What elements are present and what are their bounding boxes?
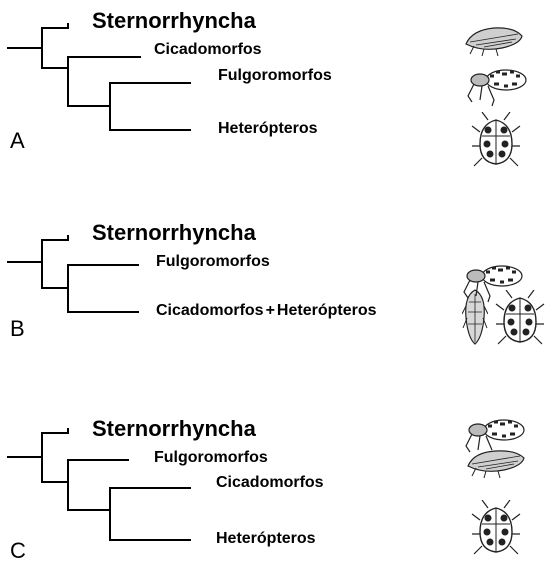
- taxon-sternorrhyncha-b: Sternorrhyncha: [92, 222, 256, 244]
- panel-letter-a: A: [10, 130, 25, 152]
- true-bug-icon: [494, 290, 546, 346]
- leafhopper-icon: [462, 22, 526, 58]
- panel-letter-b: B: [10, 318, 25, 340]
- planthopper-icon: [464, 62, 530, 108]
- taxon-sternorrhyncha-a: Sternorrhyncha: [92, 10, 256, 32]
- true-bug-icon: [470, 112, 522, 168]
- taxon-fulgoromorfos-c: Fulgoromorfos: [154, 450, 268, 466]
- taxon-heteropteros-b-text: Heterópteros: [277, 302, 377, 319]
- taxon-cicadomorfos-b-text: Cicadomorfos: [156, 302, 264, 319]
- taxon-fulgoromorfos-a: Fulgoromorfos: [218, 68, 332, 84]
- planthopper-icon: [462, 412, 528, 454]
- plus-sign: +: [266, 302, 275, 319]
- panel-letter-c: C: [10, 540, 26, 562]
- taxon-cicadomorfos-b: Cicadomorfos+Heterópteros: [156, 303, 377, 319]
- taxon-sternorrhyncha-c: Sternorrhyncha: [92, 418, 256, 440]
- taxon-heteropteros-c: Heterópteros: [216, 531, 316, 547]
- taxon-cicadomorfos-a: Cicadomorfos: [154, 42, 262, 58]
- tree-c: [8, 429, 190, 540]
- taxon-cicadomorfos-c: Cicadomorfos: [216, 475, 324, 491]
- tree-b: [8, 236, 138, 312]
- taxon-fulgoromorfos-b: Fulgoromorfos: [156, 254, 270, 270]
- taxon-heteropteros-a: Heterópteros: [218, 121, 318, 137]
- tree-a: [8, 24, 190, 130]
- true-bug-icon: [470, 500, 522, 556]
